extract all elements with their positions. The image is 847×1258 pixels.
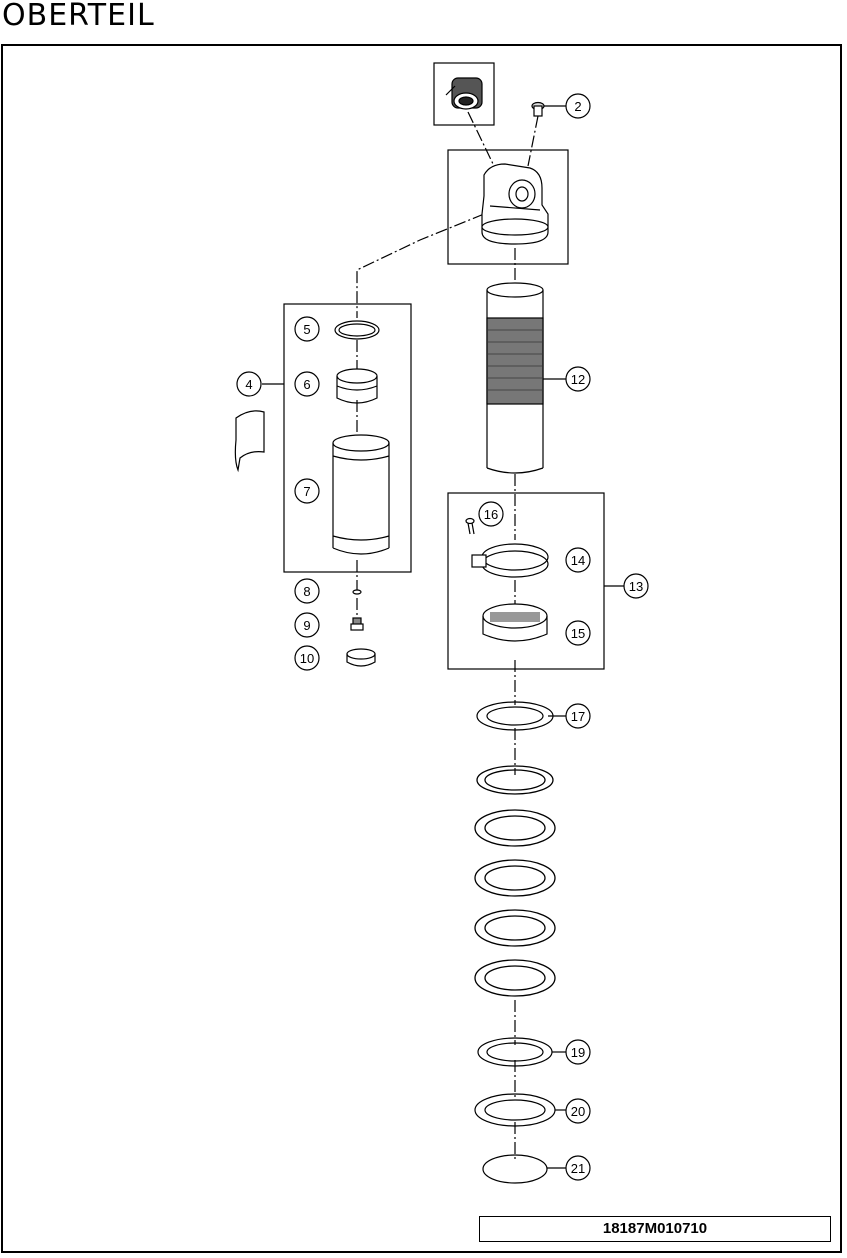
oring-5-icon bbox=[334, 320, 380, 340]
label-15: 15 bbox=[565, 620, 591, 646]
label-15-text: 15 bbox=[571, 626, 585, 641]
spring-icon bbox=[474, 765, 556, 997]
ring-21-icon bbox=[482, 1154, 548, 1184]
label-7: 7 bbox=[294, 478, 320, 504]
label-8-text: 8 bbox=[303, 584, 310, 599]
bolt-16-icon bbox=[465, 517, 475, 535]
label-8: 8 bbox=[294, 578, 320, 604]
ring-17-icon bbox=[476, 701, 554, 731]
ring-20-icon bbox=[474, 1093, 556, 1127]
clip-icon bbox=[234, 410, 265, 473]
label-19-text: 19 bbox=[571, 1045, 585, 1060]
label-19: 19 bbox=[565, 1039, 591, 1065]
screw-2-icon bbox=[531, 101, 545, 117]
label-14: 14 bbox=[565, 547, 591, 573]
label-13: 13 bbox=[623, 573, 649, 599]
group-4-frame bbox=[283, 303, 412, 573]
label-17-text: 17 bbox=[571, 709, 585, 724]
label-2-text: 2 bbox=[574, 99, 581, 114]
bladder-7-icon bbox=[332, 434, 390, 555]
label-9: 9 bbox=[294, 612, 320, 638]
label-21: 21 bbox=[565, 1155, 591, 1181]
cap-6-icon bbox=[336, 368, 378, 404]
label-6-text: 6 bbox=[303, 377, 310, 392]
drawing-id: 18187M010710 bbox=[479, 1216, 831, 1242]
nut-15-icon bbox=[482, 603, 548, 642]
label-20-text: 20 bbox=[571, 1104, 585, 1119]
label-7-text: 7 bbox=[303, 484, 310, 499]
label-10-text: 10 bbox=[300, 651, 314, 666]
label-12-text: 12 bbox=[571, 372, 585, 387]
top-eye-icon bbox=[481, 163, 549, 245]
detail-inset-frame bbox=[433, 62, 495, 126]
label-16-text: 16 bbox=[484, 507, 498, 522]
label-5: 5 bbox=[294, 316, 320, 342]
label-13-text: 13 bbox=[629, 579, 643, 594]
label-10: 10 bbox=[294, 645, 320, 671]
page-title: OBERTEIL bbox=[2, 0, 155, 33]
washer-8-icon bbox=[352, 589, 362, 595]
label-21-text: 21 bbox=[571, 1161, 585, 1176]
label-2: 2 bbox=[565, 93, 591, 119]
adjuster-detail-icon bbox=[445, 77, 483, 110]
label-14-text: 14 bbox=[571, 553, 585, 568]
top-eye-inset-frame bbox=[447, 149, 569, 265]
label-9-text: 9 bbox=[303, 618, 310, 633]
label-4: 4 bbox=[236, 371, 262, 397]
label-16: 16 bbox=[478, 501, 504, 527]
label-17: 17 bbox=[565, 703, 591, 729]
damper-body-12-icon bbox=[486, 282, 544, 474]
cap-10-icon bbox=[346, 648, 376, 667]
label-6: 6 bbox=[294, 371, 320, 397]
diagram-frame bbox=[1, 44, 842, 1253]
label-4-text: 4 bbox=[245, 377, 252, 392]
label-5-text: 5 bbox=[303, 322, 310, 337]
clamp-ring-14-icon bbox=[471, 543, 549, 578]
group-13-frame bbox=[447, 492, 605, 670]
label-20: 20 bbox=[565, 1098, 591, 1124]
valve-9-icon bbox=[350, 617, 364, 631]
part-labels: 2 4 5 6 7 8 9 10 12 13 14 15 16 17 19 20… bbox=[236, 93, 649, 1181]
label-12: 12 bbox=[565, 366, 591, 392]
